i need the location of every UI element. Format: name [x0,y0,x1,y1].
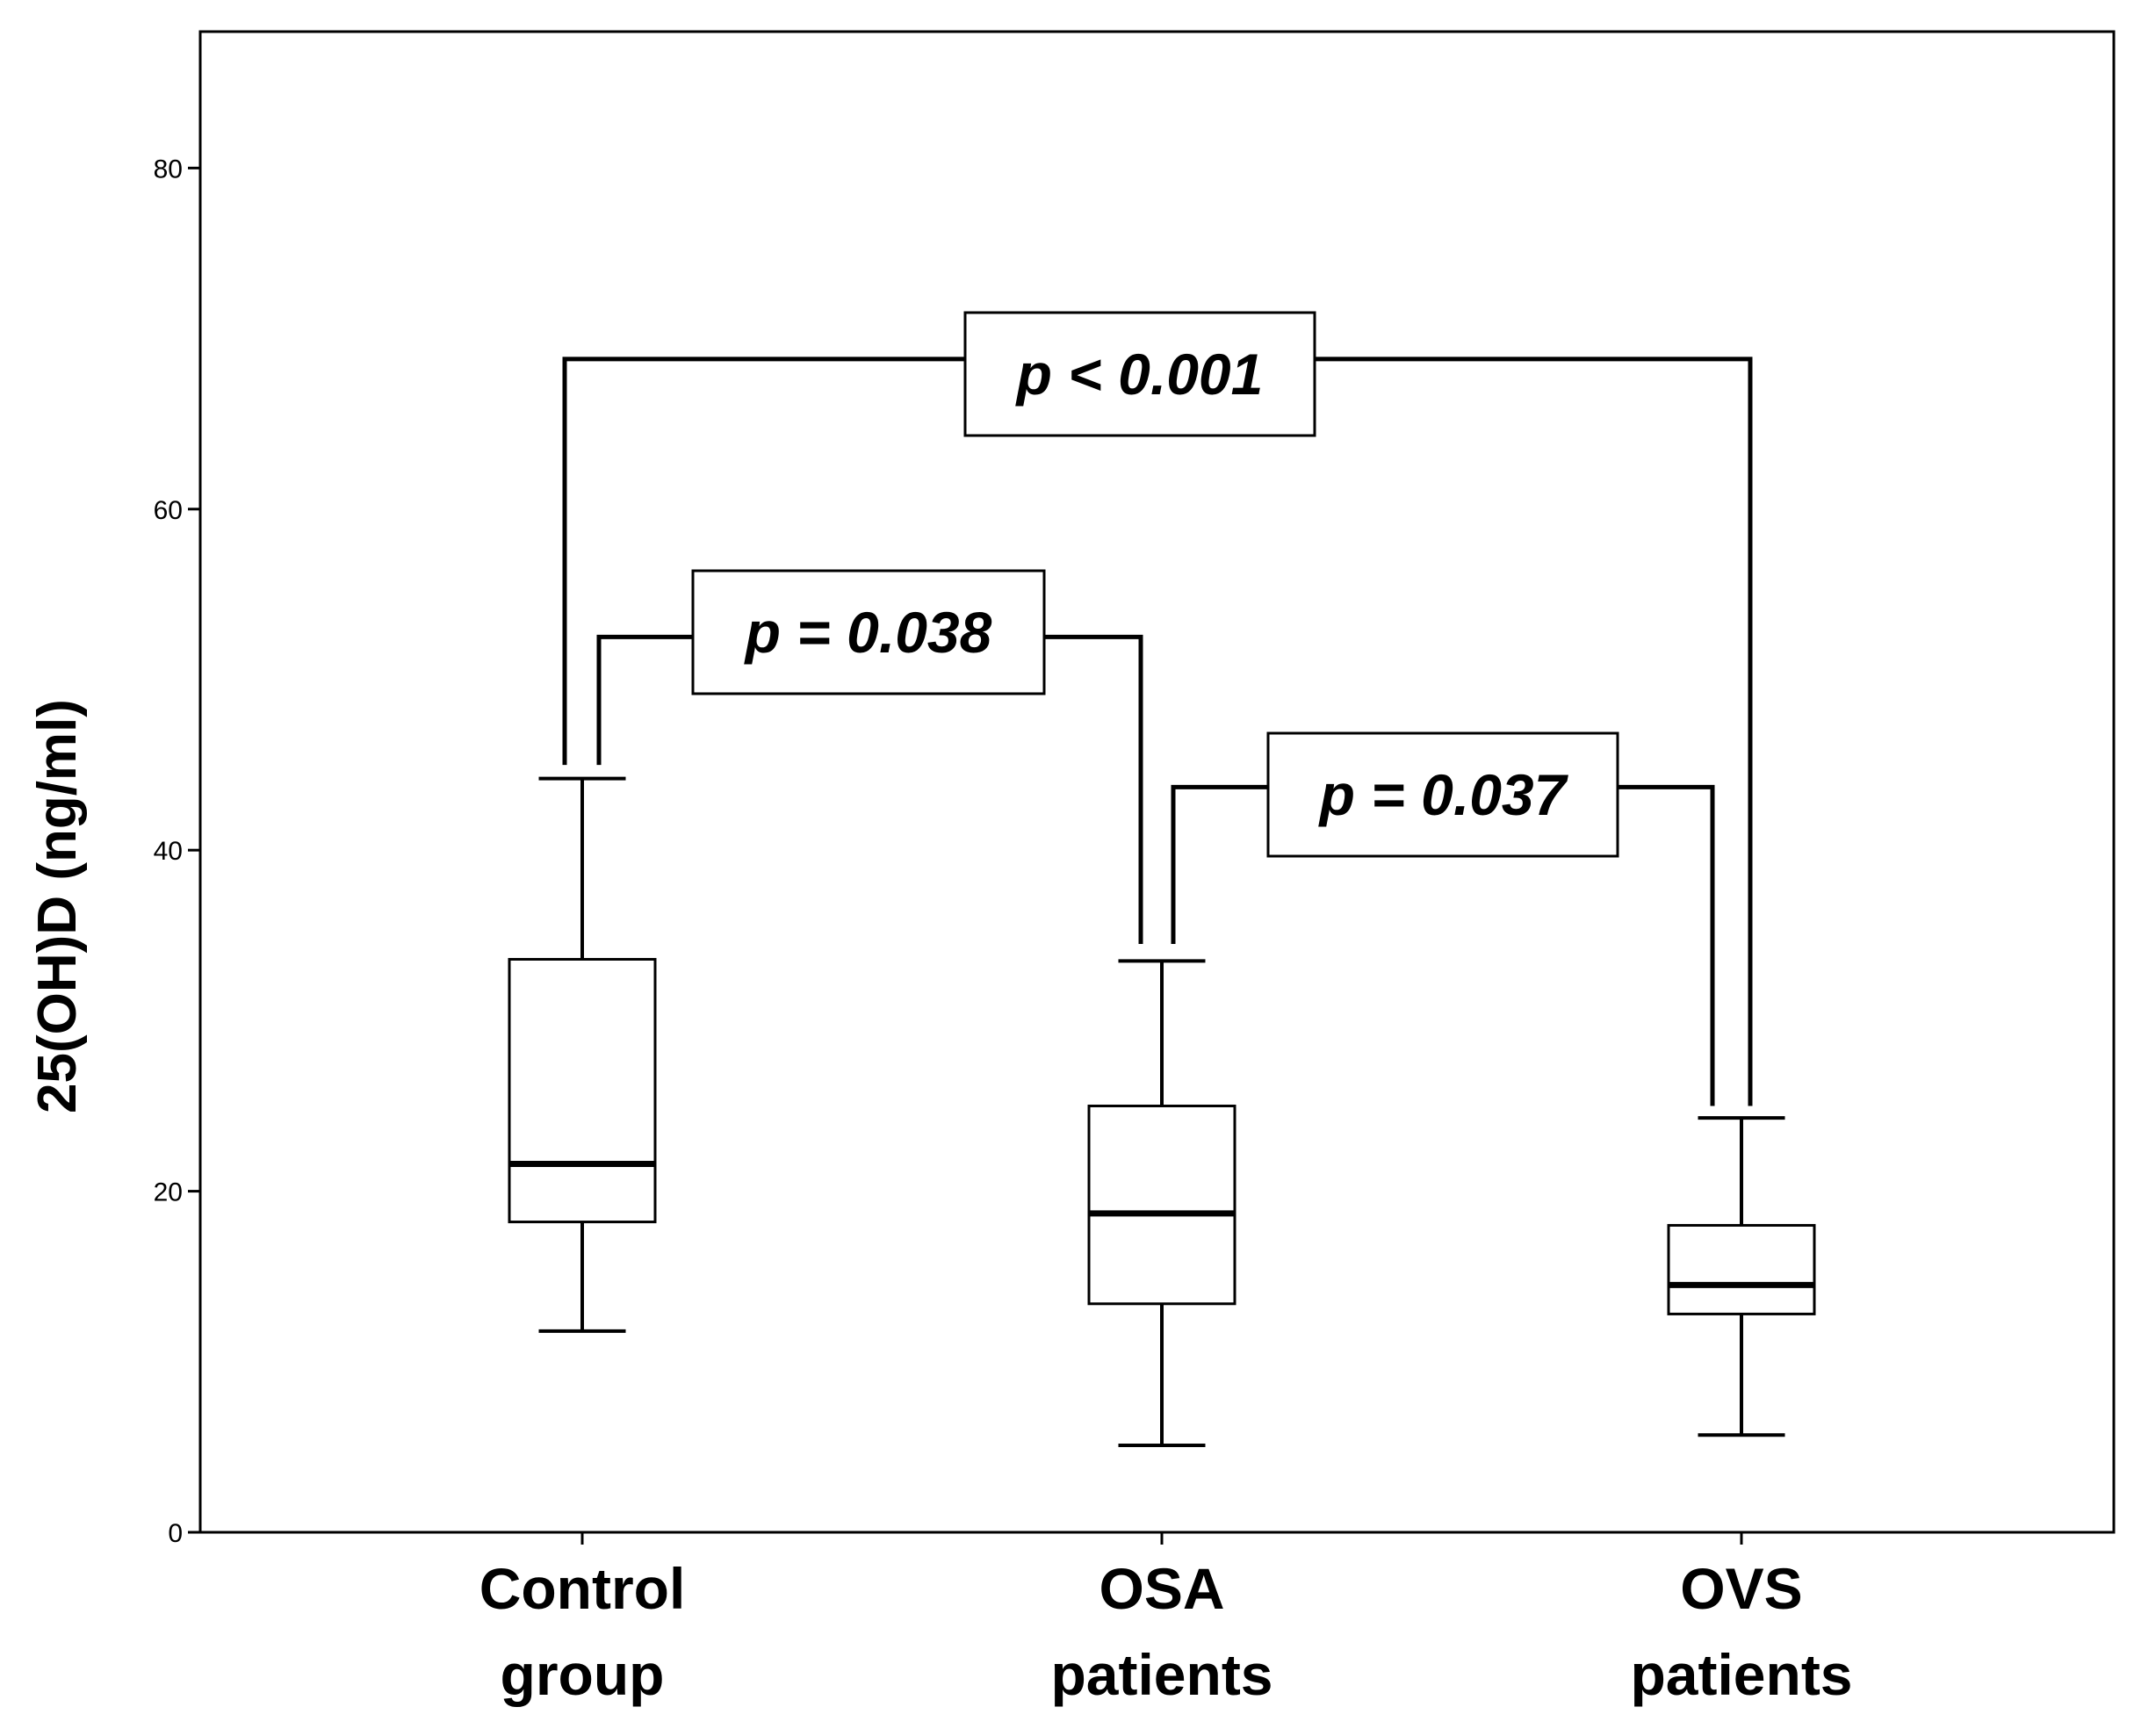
x-category-label: OSA [1099,1556,1224,1621]
x-category-label: patients [1050,1642,1272,1707]
comparison-1: p = 0.038 [596,569,1143,944]
box-2 [1667,1116,1816,1437]
y-axis-title: 25(OH)D (ng/ml) [27,699,88,1113]
iqr-box [508,957,657,1224]
brackets-layer: p < 0.001 p = 0.038 p = 0.037 [562,311,1753,1106]
p-value-box [691,569,1046,695]
boxes-layer [508,776,1816,1447]
p-value-label: p < 0.001 [1015,342,1264,407]
comparison-0: p < 0.001 [562,311,1753,1106]
y-tick-label: 0 [168,1519,183,1548]
p-value-box [1266,731,1619,858]
comparison-2: p = 0.037 [1171,731,1715,1106]
plot-frame [198,30,2116,1534]
box-1 [1087,959,1236,1447]
box-0 [508,776,657,1333]
x-category-label: Control [479,1556,686,1621]
y-tick-label: 80 [154,155,183,184]
x-category-label: OVS [1680,1556,1802,1621]
iqr-box [1087,1104,1236,1306]
x-category-label: group [501,1642,665,1707]
iqr-box [1667,1223,1816,1315]
y-tick-label: 20 [154,1178,183,1207]
x-category-label: patients [1630,1642,1852,1707]
p-value-label: p = 0.037 [1318,762,1569,827]
p-value-label: p = 0.038 [744,600,992,665]
y-tick-label: 60 [154,496,183,525]
y-tick-label: 40 [154,837,183,866]
p-value-box [963,311,1316,437]
